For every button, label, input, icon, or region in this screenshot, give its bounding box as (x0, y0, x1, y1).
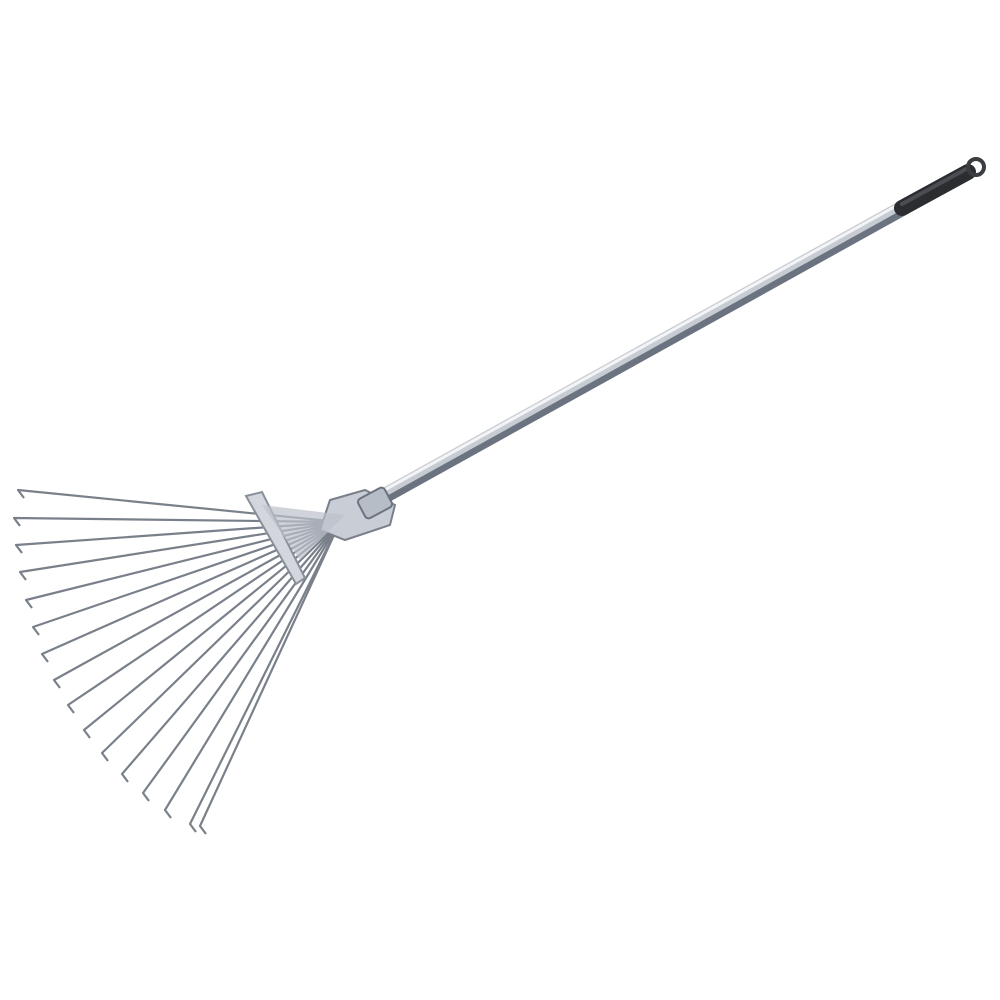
rake-tine (188, 521, 341, 833)
rake-tine (100, 521, 341, 762)
rake-tine (18, 520, 341, 581)
rake-tine (52, 521, 341, 689)
rake-tine (14, 520, 341, 554)
rake-tine (120, 521, 341, 783)
rake-tine (82, 521, 341, 739)
rake-tine (66, 521, 341, 714)
rake-tine (16, 488, 341, 524)
handle-grip (894, 157, 986, 216)
rake-head-bracket (244, 486, 397, 586)
rake-tine (141, 521, 341, 802)
rake-tine (198, 521, 341, 835)
hang-hole-icon (966, 157, 986, 177)
rake-tine (31, 520, 341, 636)
rake-tines (12, 488, 341, 835)
rake-tine (24, 520, 341, 609)
rake-tine (163, 521, 341, 819)
rake-handle (364, 198, 913, 511)
rake-tine (12, 516, 341, 527)
rake-tine (40, 520, 341, 663)
